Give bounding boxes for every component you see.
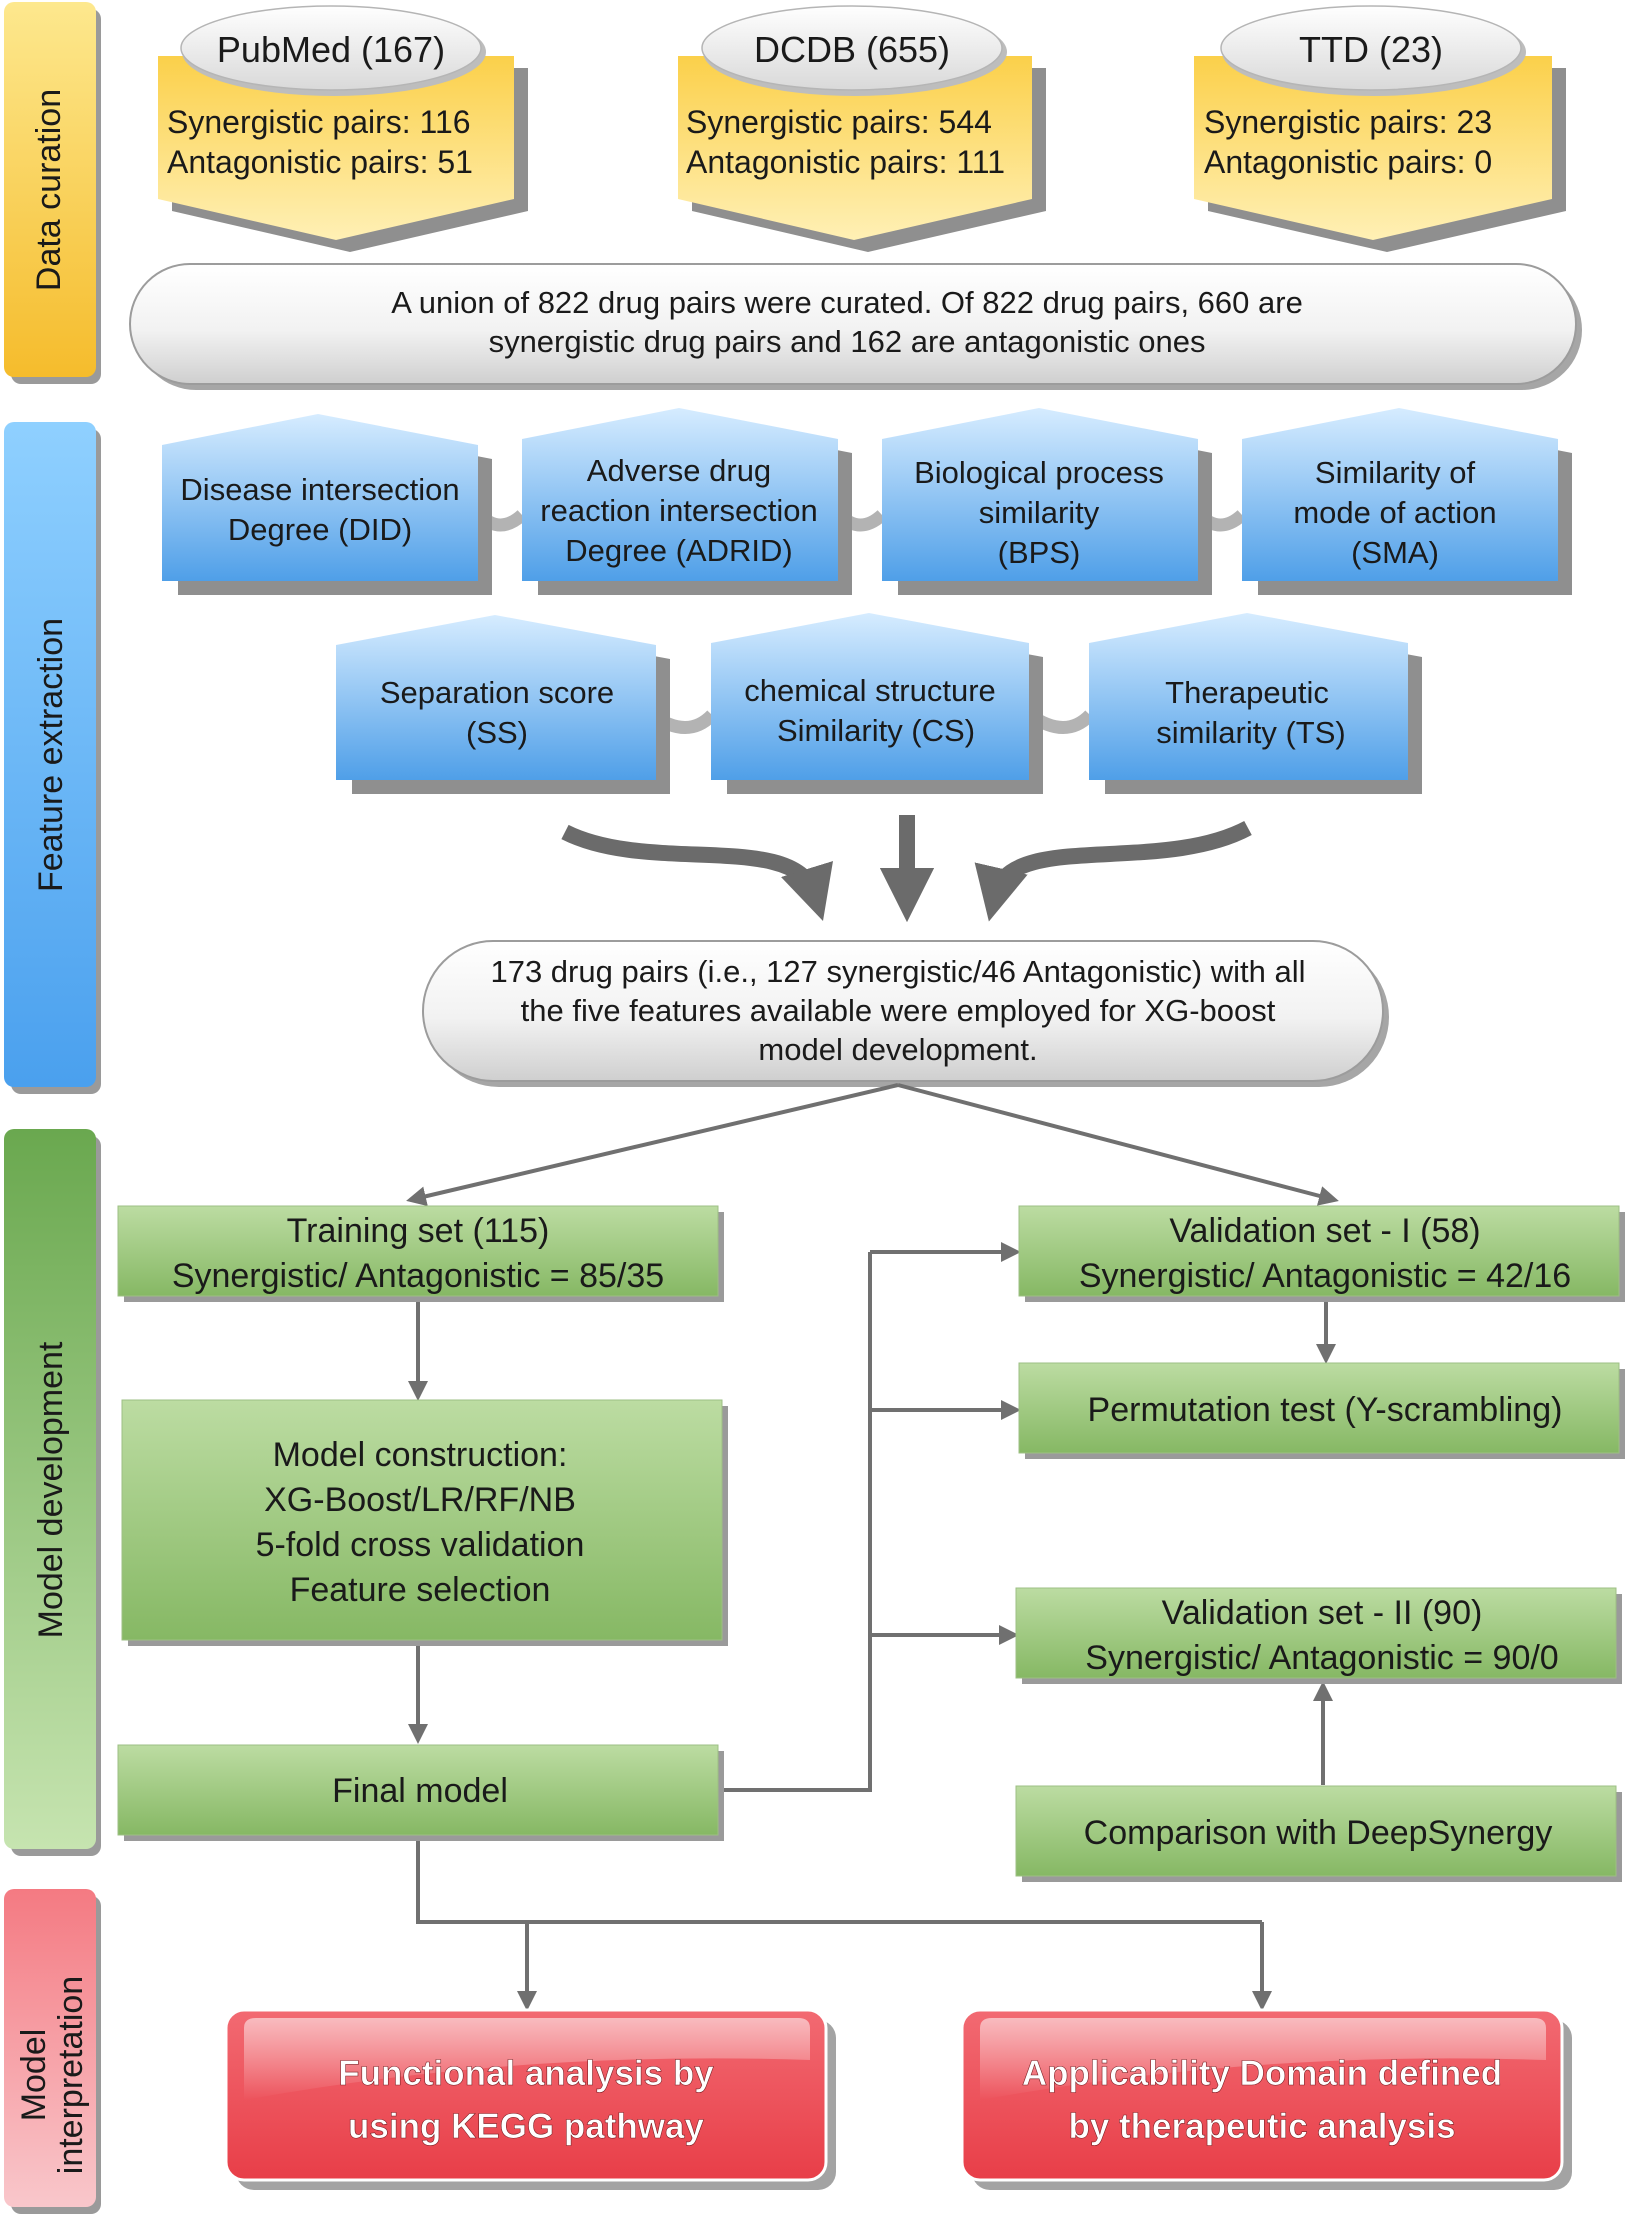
feature-bps-line-1: Biological process: [914, 455, 1164, 490]
feature-ss-line-1: Separation score: [380, 675, 614, 710]
stage-tab-model-interpretation: Model interpretation: [4, 1889, 101, 2214]
applicability-domain-box: Applicability Domain defined by therapeu…: [960, 2008, 1572, 2190]
model-construction-box: Model construction: XG-Boost/LR/RF/NB 5-…: [121, 1399, 728, 1646]
feature-did-line-2: Degree (DID): [228, 512, 412, 547]
permutation-test-box: Permutation test (Y-scrambling): [1018, 1362, 1625, 1459]
training-set-box: Training set (115) Synergistic/ Antagoni…: [117, 1205, 724, 1302]
source-synergistic: Synergistic pairs: 116: [167, 104, 471, 140]
feature-ts-line-1: Therapeutic: [1165, 675, 1329, 710]
source-name: TTD (23): [1299, 29, 1443, 70]
feature-cs-line-1: chemical structure: [744, 673, 996, 708]
converging-arrow-left: [561, 824, 833, 921]
feature-bps-line-2: similarity: [979, 495, 1100, 530]
feature-did-line-1: Disease intersection: [180, 472, 459, 507]
pairs-173-line-1: 173 drug pairs (i.e., 127 synergistic/46…: [490, 954, 1305, 989]
stage-label-model-development: Model development: [32, 1341, 70, 1638]
model-construction-line-4: Feature selection: [290, 1571, 551, 1609]
source-synergistic: Synergistic pairs: 23: [1204, 104, 1492, 140]
feature-adrid-line-2: reaction intersection: [540, 493, 817, 528]
final-to-interpretation: [416, 1837, 1262, 1924]
converging-arrows: [561, 815, 1252, 923]
validation-set-2-ratio: Synergistic/ Antagonistic = 90/0: [1085, 1639, 1558, 1677]
stage-tab-data-curation: Data curation: [4, 2, 101, 384]
source-antagonistic: Antagonistic pairs: 51: [167, 144, 473, 180]
functional-analysis-box: Functional analysis by using KEGG pathwa…: [224, 2008, 836, 2190]
union-summary: A union of 822 drug pairs were curated. …: [129, 263, 1582, 390]
feature-sma-line-2: mode of action: [1293, 495, 1496, 530]
final-model-box: Final model: [117, 1744, 724, 1841]
feature-bps: Biological process similarity (BPS): [882, 408, 1212, 595]
training-set-ratio: Synergistic/ Antagonistic = 85/35: [172, 1257, 664, 1295]
source-synergistic: Synergistic pairs: 544: [686, 104, 992, 140]
deepsynergy-box: Comparison with DeepSynergy: [1015, 1785, 1622, 1882]
feature-ts-line-2: similarity (TS): [1156, 715, 1345, 750]
feature-adrid-line-1: Adverse drug: [587, 453, 771, 488]
feature-ss: Separation score (SS): [336, 615, 670, 794]
feature-sma: Similarity of mode of action (SMA): [1242, 408, 1572, 595]
split-arrow-validation: [897, 1083, 1339, 1206]
source-antagonistic: Antagonistic pairs: 0: [1204, 144, 1492, 180]
stage-label-data-curation: Data curation: [30, 89, 68, 291]
validation-set-2-box: Validation set - II (90) Synergistic/ An…: [1015, 1587, 1622, 1684]
functional-analysis-line-2: using KEGG pathway: [348, 2107, 704, 2146]
feature-ts: Therapeutic similarity (TS): [1089, 613, 1422, 794]
pairs-173-summary: 173 drug pairs (i.e., 127 synergistic/46…: [422, 940, 1389, 1087]
validation-set-2-title: Validation set - II (90): [1162, 1594, 1483, 1632]
source-name: DCDB (655): [754, 29, 950, 70]
applicability-domain-line-1: Applicability Domain defined: [1022, 2054, 1502, 2093]
source-name: PubMed (167): [217, 29, 445, 70]
validation-set-1-title: Validation set - I (58): [1169, 1212, 1480, 1250]
applicability-domain-line-2: by therapeutic analysis: [1068, 2107, 1455, 2146]
source-pubmed: PubMed (167) Synergistic pairs: 116 Anta…: [158, 5, 528, 252]
feature-adrid: Adverse drug reaction intersection Degre…: [522, 408, 852, 595]
stage-tab-model-development: Model development: [4, 1129, 101, 1856]
feature-sma-line-3: (SMA): [1351, 535, 1439, 570]
functional-analysis-line-1: Functional analysis by: [338, 2054, 714, 2093]
feature-bps-line-3: (BPS): [998, 535, 1081, 570]
feature-ss-line-2: (SS): [466, 715, 528, 750]
union-line-2: synergistic drug pairs and 162 are antag…: [489, 324, 1206, 359]
pairs-173-line-3: model development.: [758, 1032, 1037, 1067]
feature-did: Disease intersection Degree (DID): [162, 414, 492, 595]
model-construction-line-2: XG-Boost/LR/RF/NB: [264, 1481, 576, 1519]
permutation-test-label: Permutation test (Y-scrambling): [1088, 1391, 1563, 1429]
final-to-branch: [720, 1252, 872, 1792]
stage-label-model-interpretation-2: interpretation: [52, 1976, 90, 2174]
validation-set-1-ratio: Synergistic/ Antagonistic = 42/16: [1079, 1257, 1571, 1295]
feature-adrid-line-3: Degree (ADRID): [565, 533, 792, 568]
feature-cs-line-2: Similarity (CS): [777, 713, 975, 748]
model-construction-line-1: Model construction:: [273, 1436, 568, 1474]
source-dcdb: DCDB (655) Synergistic pairs: 544 Antago…: [678, 5, 1046, 252]
final-model-label: Final model: [332, 1772, 508, 1810]
deepsynergy-label: Comparison with DeepSynergy: [1084, 1814, 1553, 1852]
validation-set-1-box: Validation set - I (58) Synergistic/ Ant…: [1018, 1205, 1625, 1302]
flow-connectors: [406, 1083, 1339, 2011]
stage-label-feature-extraction: Feature extraction: [32, 618, 70, 892]
model-construction-line-3: 5-fold cross validation: [256, 1526, 585, 1564]
converging-arrow-right: [974, 820, 1252, 922]
stage-tab-feature-extraction: Feature extraction: [4, 422, 101, 1094]
pairs-173-line-2: the five features available were employe…: [521, 993, 1276, 1028]
stage-label-model-interpretation-1: Model: [15, 2029, 53, 2122]
training-set-title: Training set (115): [287, 1212, 550, 1250]
union-line-1: A union of 822 drug pairs were curated. …: [391, 285, 1303, 320]
split-arrow-training: [406, 1083, 899, 1207]
source-ttd: TTD (23) Synergistic pairs: 23 Antagonis…: [1194, 5, 1566, 252]
feature-sma-line-1: Similarity of: [1315, 455, 1476, 490]
feature-cs: chemical structure Similarity (CS): [711, 613, 1043, 794]
source-antagonistic: Antagonistic pairs: 111: [686, 144, 1005, 180]
